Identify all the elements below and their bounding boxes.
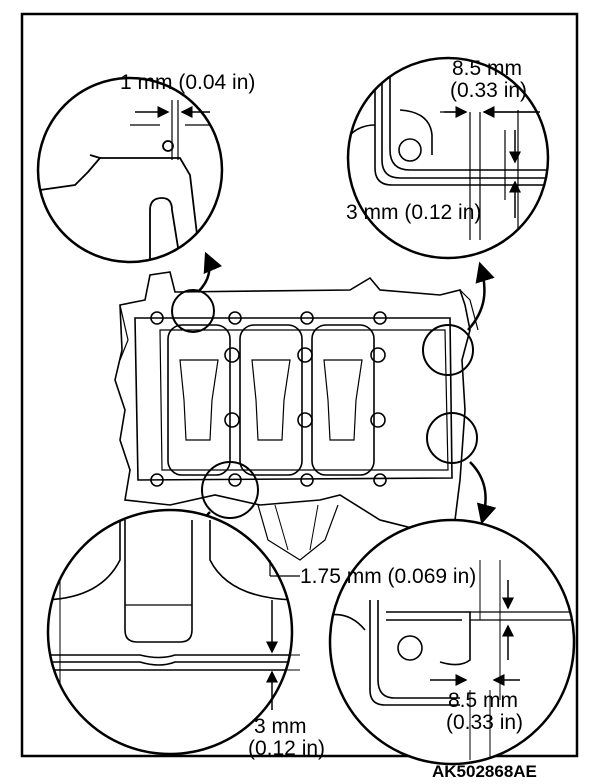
dimension-arrows [135, 106, 540, 577]
dimension-label-bottom-right-1: 8.5 mm [448, 689, 519, 712]
dimension-label-center: 1.75 mm (0.069 in) [300, 565, 477, 588]
callout-marker-circles [171, 289, 478, 519]
dimension-label-top-right-b: 3 mm (0.12 in) [346, 201, 482, 224]
figure-id: AK502868AE [432, 762, 537, 781]
dimension-label-bottom-left-1: 3 mm [254, 715, 307, 738]
callout-connector-arrows [187, 251, 497, 547]
detail-circle-bottom-right [328, 518, 576, 766]
dimension-label-bottom-left-2: (0.12 in) [248, 737, 326, 760]
detail-circle-top-right [346, 56, 550, 260]
figure-frame [20, 12, 579, 758]
detail-circle-top-left [36, 76, 224, 264]
cylinder-block-underside [114, 271, 479, 561]
detail-circle-bottom-left [46, 508, 300, 756]
dimension-label-top-left: 1 mm (0.04 in) [120, 71, 256, 94]
dimension-label-top-right-a1: 8.5 mm [452, 57, 523, 80]
dimension-label-top-right-a2: (0.33 in) [450, 79, 528, 102]
dimension-label-bottom-right-2: (0.33 in) [446, 711, 524, 734]
